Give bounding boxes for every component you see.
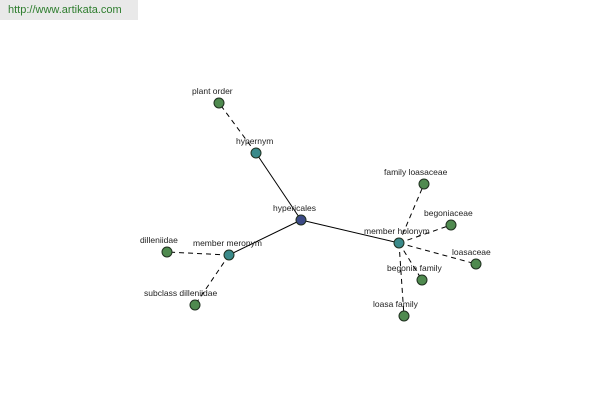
node-hypernym[interactable]: hypernym [236,136,273,159]
node-plant-order-label: plant order [192,86,233,96]
node-loasa-family-label: loasa family [373,299,419,309]
node-family-loasaceae-label: family loasaceae [384,167,448,177]
node-loasa-family-dot[interactable] [398,310,410,322]
edge-member-meronym-subclass-dilleniidae [194,254,230,306]
node-begoniaceae-label: begoniaceae [424,208,473,218]
node-family-loasaceae[interactable]: family loasaceae [384,167,448,190]
node-begonia-family-label: begonia family [387,263,443,273]
node-subclass-dilleniidae-label: subclass dilleniidae [144,288,218,298]
node-loasaceae-label: loasaceae [452,247,491,257]
node-begoniaceae[interactable]: begoniaceae [424,208,473,231]
edge-member-holonym-family-loasaceae [398,183,425,244]
node-member-holonym-label: member holonym [364,226,430,236]
node-dilleniidae-dot[interactable] [161,246,173,258]
node-family-loasaceae-dot[interactable] [418,178,430,190]
edge-member-meronym-dilleniidae [166,251,230,256]
node-hypernym-dot[interactable] [250,147,262,159]
edge-hypericales-member-holonym [300,219,400,244]
edge-member-holonym-begonia-family [398,242,423,281]
watermark-url[interactable]: http://www.artikata.com [0,0,138,20]
node-member-meronym[interactable]: member meronym [193,238,262,261]
node-plant-order[interactable]: plant order [192,86,233,109]
node-subclass-dilleniidae-dot[interactable] [189,299,201,311]
node-loasa-family[interactable]: loasa family [373,299,419,322]
node-begoniaceae-dot[interactable] [445,219,457,231]
edge-member-holonym-begoniaceae [398,224,452,244]
node-member-meronym-dot[interactable] [223,249,235,261]
edge-hypericales-hypernym [255,152,302,221]
node-begonia-family-dot[interactable] [416,274,428,286]
node-dilleniidae[interactable]: dilleniidae [140,235,178,258]
graph-nodes: hypericales hypernym plant order member mer… [140,86,491,322]
node-plant-order-dot[interactable] [213,97,225,109]
node-hypericales-label: hypericales [273,203,316,213]
node-hypernym-label: hypernym [236,136,273,146]
node-begonia-family[interactable]: begonia family [387,263,443,286]
edge-hypernym-plant-order [218,102,257,154]
node-hypericales[interactable]: hypericales [273,203,316,226]
node-subclass-dilleniidae[interactable]: subclass dilleniidae [144,288,218,311]
edge-hypericales-member-meronym [228,219,302,256]
node-member-meronym-label: member meronym [193,238,262,248]
node-loasaceae-dot[interactable] [470,258,482,270]
node-loasaceae[interactable]: loasaceae [452,247,491,270]
node-dilleniidae-label: dilleniidae [140,235,178,245]
node-member-holonym[interactable]: member holonym [364,226,430,249]
node-member-holonym-dot[interactable] [393,237,405,249]
edge-member-holonym-loasa-family [398,242,405,317]
edge-member-holonym-loasaceae [398,242,477,265]
graph-edges [166,102,477,317]
node-hypericales-dot[interactable] [295,214,307,226]
